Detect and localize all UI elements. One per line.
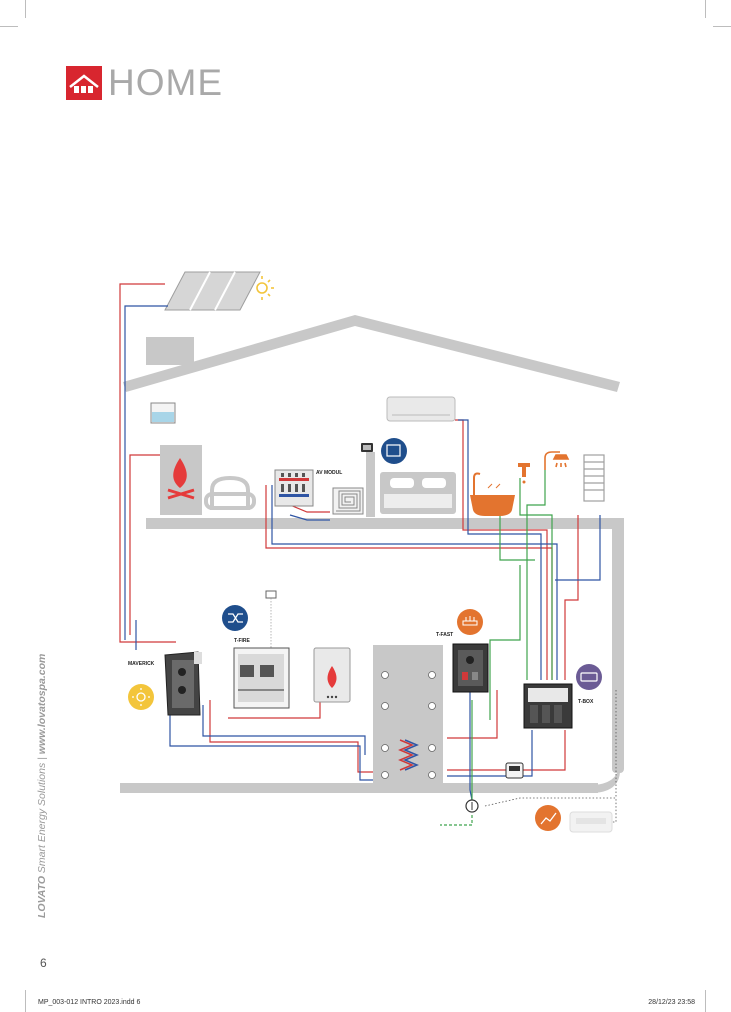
t-fire-label: T-FIRE [234, 638, 250, 644]
sun-icon [128, 684, 154, 710]
crop-mark [25, 0, 26, 18]
cold-water-pipes [124, 305, 601, 801]
expansion-tank [150, 402, 176, 424]
crop-mark [713, 26, 731, 27]
t-box-label: T-BOX [578, 699, 594, 705]
page-header: HOME [66, 62, 223, 103]
t-fast-unit [452, 643, 489, 693]
faucet-icon [518, 463, 530, 484]
maverick-unit [164, 651, 202, 716]
brand-name: LOVATO [36, 876, 48, 918]
bed-icon [380, 472, 456, 514]
monitoring-badge [535, 805, 561, 831]
page-title: HOME [108, 62, 223, 103]
house-logo-icon [66, 66, 102, 100]
page-number: 6 [40, 956, 47, 970]
storage-tank [373, 645, 443, 783]
slug-file: MP_003-012 INTRO 2023.indd 6 [38, 999, 141, 1006]
t-fast-label: T-FAST [436, 632, 453, 638]
maverick-label: MAVERICK [128, 661, 155, 667]
thermostat-icon [361, 443, 373, 452]
fireplace-icon [160, 445, 202, 515]
t-fire-display [265, 590, 277, 599]
crop-mark [705, 0, 706, 18]
t-fast-badge [457, 609, 483, 635]
room-controller [505, 762, 524, 779]
air-conditioner-icon [386, 396, 456, 422]
sun-icon [256, 276, 274, 300]
t-fire-unit [233, 647, 290, 709]
t-box-badge [576, 664, 602, 690]
slug-timestamp: 28/12/23 23:58 [648, 999, 695, 1006]
signal-lines [484, 690, 617, 823]
house-outline [120, 315, 624, 793]
av-modul-manifold [274, 469, 314, 507]
brand-tagline: Smart Energy Solutions [36, 762, 48, 874]
wall-pillar [366, 452, 375, 517]
domestic-water-pipes [440, 470, 553, 826]
towel-radiator-icon [583, 454, 605, 502]
shower-icon [544, 451, 570, 470]
brand-url: www.lovatospa.com [36, 653, 48, 755]
floor-heating-icon [332, 487, 364, 515]
crop-mark [0, 26, 18, 27]
monitoring-device [569, 811, 613, 833]
av-modul-label: AV MODUL [316, 470, 342, 476]
armchair-icon [204, 475, 256, 510]
sidebar-brand-text: LOVATO Smart Energy Solutions | www.lova… [36, 654, 48, 918]
crop-mark [705, 990, 706, 1012]
t-box-unit [523, 683, 573, 729]
bathtub-icon [470, 472, 515, 516]
meter-icon [465, 799, 479, 813]
t-fire-badge [222, 605, 248, 631]
controller-badge [381, 438, 407, 464]
solar-panel [164, 271, 261, 311]
boiler-flame-icon [313, 647, 351, 703]
brand-separator: | [36, 757, 48, 760]
crop-mark [25, 990, 26, 1012]
